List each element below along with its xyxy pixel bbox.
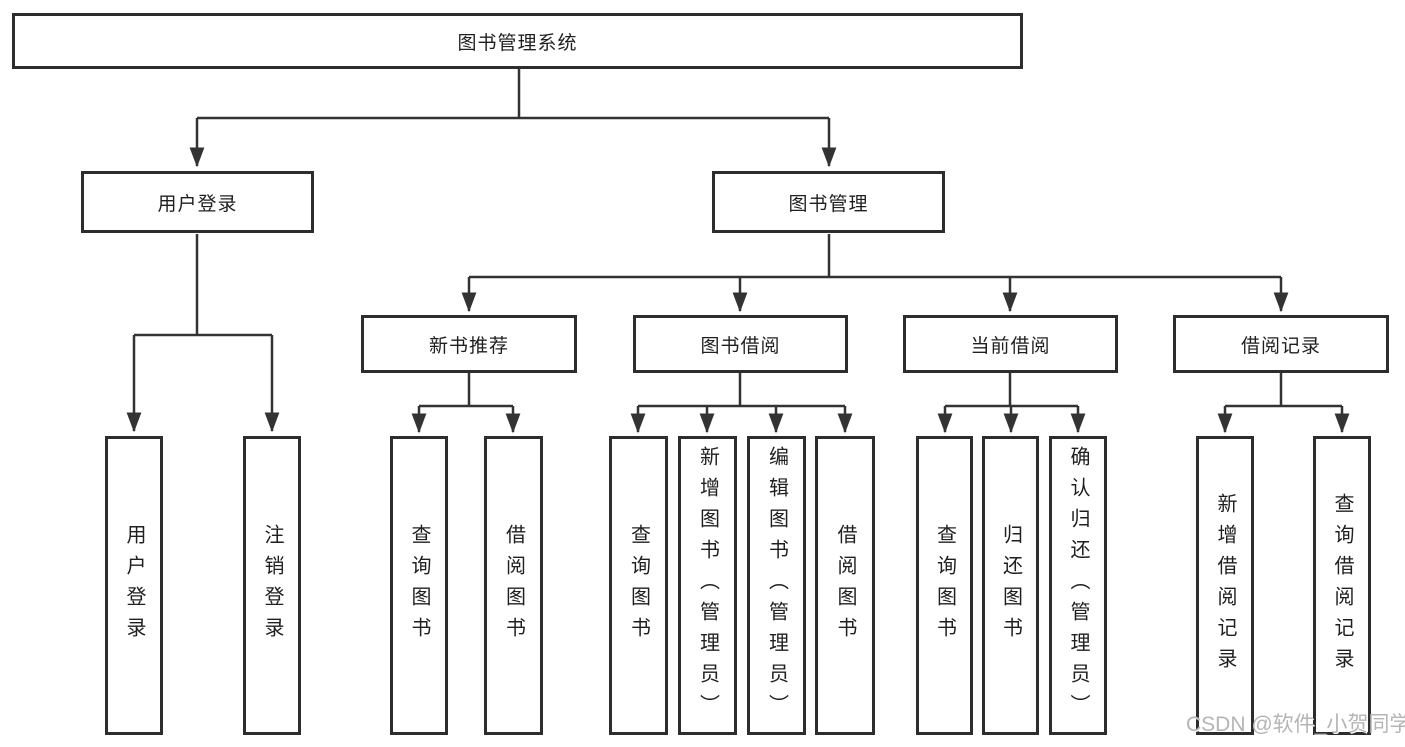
leaf-label: 归还图书 bbox=[999, 523, 1022, 648]
node-leaf-confirm-return-admin: 确认归还（管理员） bbox=[1049, 436, 1107, 735]
leaf-label: 借阅图书 bbox=[502, 523, 525, 648]
node-leaf-user-login: 用户登录 bbox=[105, 436, 163, 735]
leaf-label: 借阅图书 bbox=[834, 523, 856, 648]
node-leaf-edit-books-admin: 编辑图书（管理员） bbox=[747, 436, 806, 735]
node-book-borrow: 图书借阅 bbox=[633, 315, 848, 373]
leaf-label: 查询图书 bbox=[627, 523, 650, 648]
node-leaf-add-borrow-record: 新增借阅记录 bbox=[1196, 436, 1254, 735]
node-leaf-add-books-admin: 新增图书（管理员） bbox=[678, 436, 737, 735]
leaf-label: 查询图书 bbox=[933, 523, 956, 648]
node-leaf-query-books-recommend: 查询图书 bbox=[390, 436, 448, 735]
node-leaf-borrow-books-recommend: 借阅图书 bbox=[484, 436, 543, 735]
node-new-book-recommend: 新书推荐 bbox=[361, 315, 577, 373]
leaf-label: 确认归还（管理员） bbox=[1067, 446, 1089, 725]
node-user-login: 用户登录 bbox=[81, 171, 314, 233]
csdn-watermark: CSDN @软件_小贺同学 bbox=[1186, 713, 1405, 736]
node-leaf-return-books: 归还图书 bbox=[982, 436, 1039, 735]
node-leaf-query-books-current: 查询图书 bbox=[916, 436, 973, 735]
leaf-label: 查询图书 bbox=[408, 523, 430, 648]
node-leaf-logout: 注销登录 bbox=[243, 436, 301, 735]
node-leaf-query-borrow-record: 查询借阅记录 bbox=[1313, 436, 1371, 735]
node-leaf-borrow-books: 借阅图书 bbox=[815, 436, 875, 735]
leaf-label: 用户登录 bbox=[123, 523, 145, 648]
node-leaf-query-books-borrow: 查询图书 bbox=[609, 436, 668, 735]
leaf-label: 新增借阅记录 bbox=[1214, 492, 1236, 679]
leaf-label: 编辑图书（管理员） bbox=[765, 446, 788, 725]
node-system-root: 图书管理系统 bbox=[12, 13, 1023, 69]
leaf-label: 新增图书（管理员） bbox=[696, 446, 719, 725]
leaf-label: 注销登录 bbox=[261, 523, 283, 648]
leaf-label: 查询借阅记录 bbox=[1331, 492, 1353, 679]
node-current-borrow: 当前借阅 bbox=[903, 315, 1118, 373]
node-borrow-record: 借阅记录 bbox=[1173, 315, 1389, 373]
node-book-management: 图书管理 bbox=[712, 171, 945, 233]
